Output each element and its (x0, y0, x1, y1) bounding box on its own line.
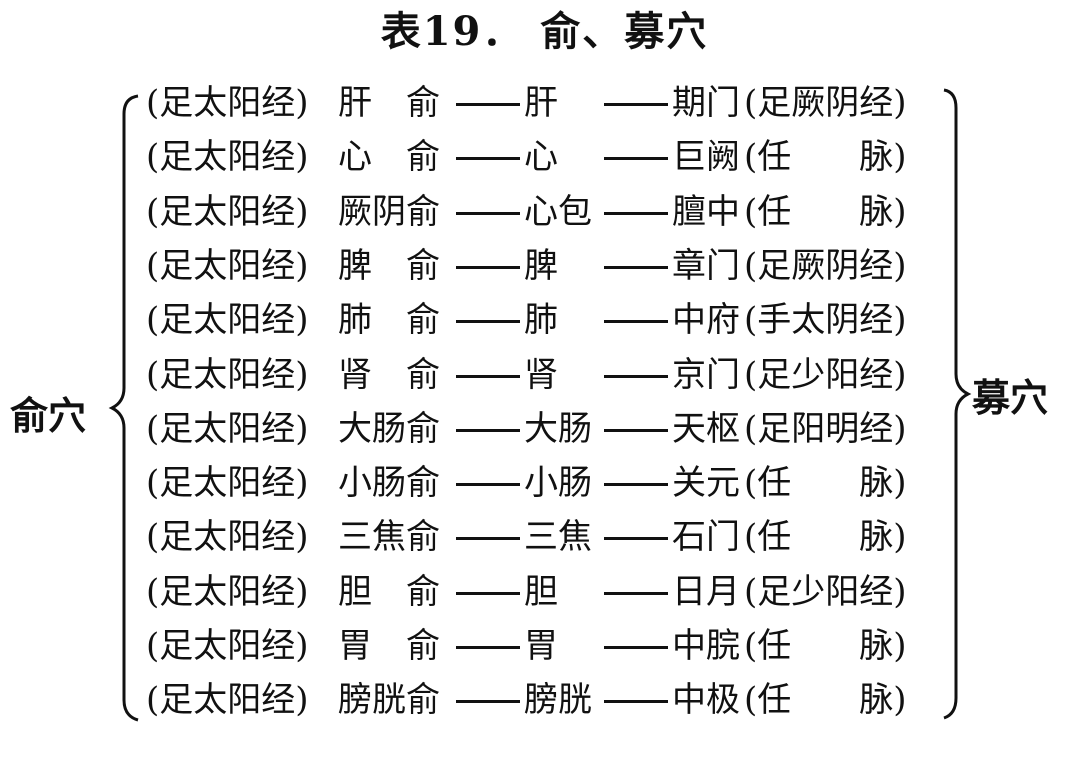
organ: 三焦 (524, 517, 592, 558)
table-row: (足太阳经) 脾 俞 脾 章门(足厥阴经) (0, 239, 1089, 293)
mu-points-label: 募穴 (972, 375, 1049, 420)
mu-meridian: (任 脉) (744, 137, 907, 178)
shu-meridian: (足太阳经) (146, 571, 309, 612)
organ: 心包 (524, 191, 592, 232)
organ: 胆 (524, 571, 558, 612)
shu-point: 膀胱俞 (338, 680, 440, 721)
shu-meridian: (足太阳经) (146, 463, 309, 504)
table-row: (足太阳经) 厥阴俞 心包 膻中(任 脉) (0, 185, 1089, 239)
connector-dash (604, 646, 668, 649)
shu-point: 小肠俞 (338, 463, 440, 504)
organ: 胃 (524, 626, 558, 666)
mu-meridian: (足少阳经) (744, 571, 907, 612)
shu-points-label: 俞穴 (10, 393, 87, 438)
connector-dash (456, 483, 520, 487)
shu-point: 大肠俞 (338, 408, 440, 449)
mu-meridian: (足阳明经) (744, 408, 907, 449)
table-row: (足太阳经) 小肠俞 小肠 关元(任 脉) (0, 456, 1089, 510)
mu-meridian: (任 脉) (744, 680, 907, 721)
shu-point: 胆 俞 (338, 571, 440, 612)
mu-meridian: (任 脉) (744, 191, 907, 232)
connector-dash (456, 211, 520, 215)
shu-point: 胃 俞 (338, 626, 440, 666)
mu-meridian: (任 脉) (744, 463, 907, 504)
mu-meridian: (足厥阴经) (744, 83, 907, 123)
connector-dash (456, 157, 520, 161)
mu-point: 中府 (672, 300, 740, 341)
connector-dash (604, 591, 668, 595)
shu-meridian: (足太阳经) (146, 300, 309, 341)
mu-meridian: (足少阳经) (744, 354, 907, 395)
table-title: 表19． 俞、募穴 (380, 8, 709, 55)
table-row: (足太阳经) 肺 俞 肺 中府(手太阴经) (0, 293, 1089, 347)
connector-dash (604, 320, 668, 324)
connector-dash (604, 700, 668, 704)
connector-dash (456, 646, 520, 649)
connector-dash (604, 103, 668, 106)
mu-meridian: (足厥阴经) (744, 245, 907, 286)
table-row: (足太阳经) 肝 俞 肝 期门(足厥阴经) (0, 76, 1089, 130)
connector-dash (604, 483, 668, 487)
shu-point: 厥阴俞 (338, 191, 440, 232)
connector-dash (456, 591, 520, 595)
mu-point: 中极 (672, 680, 740, 721)
mu-meridian: (任 脉) (744, 626, 907, 666)
table-row: (足太阳经) 肾 俞 肾 京门(足少阳经) (0, 348, 1089, 402)
mu-point: 石门 (672, 517, 740, 558)
shu-point: 肺 俞 (338, 300, 440, 341)
shu-point: 肝 俞 (338, 83, 440, 123)
table-row: (足太阳经) 胆 俞 胆 日月(足少阳经) (0, 565, 1089, 619)
organ: 肾 (524, 354, 558, 395)
shu-meridian: (足太阳经) (146, 137, 309, 178)
connector-dash (456, 320, 520, 324)
organ: 膀胱 (524, 680, 592, 721)
mu-point: 期门 (672, 83, 740, 123)
shu-meridian: (足太阳经) (146, 83, 309, 123)
connector-dash (456, 428, 520, 432)
organ: 脾 (524, 245, 558, 286)
connector-dash (604, 265, 668, 269)
table-row: (足太阳经) 三焦俞 三焦 石门(任 脉) (0, 510, 1089, 564)
table-row: (足太阳经) 膀胱俞 膀胱 中极(任 脉) (0, 673, 1089, 727)
organ: 肝 (524, 83, 558, 123)
connector-dash (604, 157, 668, 161)
shu-meridian: (足太阳经) (146, 626, 309, 666)
connector-dash (456, 103, 520, 106)
shu-point: 三焦俞 (338, 517, 440, 558)
shu-meridian: (足太阳经) (146, 517, 309, 558)
connector-dash (456, 374, 520, 378)
organ: 肺 (524, 300, 558, 341)
connector-dash (604, 537, 668, 541)
shu-meridian: (足太阳经) (146, 354, 309, 395)
connector-dash (456, 700, 520, 704)
shu-point: 心 俞 (338, 137, 440, 178)
mu-point: 京门 (672, 354, 740, 395)
mu-point: 中脘 (672, 626, 740, 666)
mu-point: 章门 (672, 245, 740, 286)
mu-meridian: (任 脉) (744, 517, 907, 558)
mu-point: 膻中 (672, 191, 740, 232)
connector-dash (604, 211, 668, 215)
shu-meridian: (足太阳经) (146, 680, 309, 721)
mu-point: 巨阙 (672, 137, 740, 178)
table-row: (足太阳经) 大肠俞 大肠 天枢(足阳明经) (0, 402, 1089, 456)
table-row: (足太阳经) 胃 俞 胃 中脘(任 脉) (0, 619, 1089, 673)
shu-meridian: (足太阳经) (146, 191, 309, 232)
mu-meridian: (手太阴经) (744, 300, 907, 341)
connector-dash (604, 374, 668, 378)
shu-point: 脾 俞 (338, 245, 440, 286)
shu-meridian: (足太阳经) (146, 408, 309, 449)
connector-dash (456, 537, 520, 541)
shu-point: 肾 俞 (338, 354, 440, 395)
connector-dash (456, 265, 520, 269)
shu-meridian: (足太阳经) (146, 245, 309, 286)
organ: 大肠 (524, 408, 592, 449)
connector-dash (604, 428, 668, 432)
organ: 心 (524, 137, 558, 178)
table-row: (足太阳经) 心 俞 心 巨阙(任 脉) (0, 130, 1089, 184)
mu-point: 关元 (672, 463, 740, 504)
organ: 小肠 (524, 463, 592, 504)
mu-point: 日月 (672, 571, 740, 612)
mu-point: 天枢 (672, 408, 740, 449)
